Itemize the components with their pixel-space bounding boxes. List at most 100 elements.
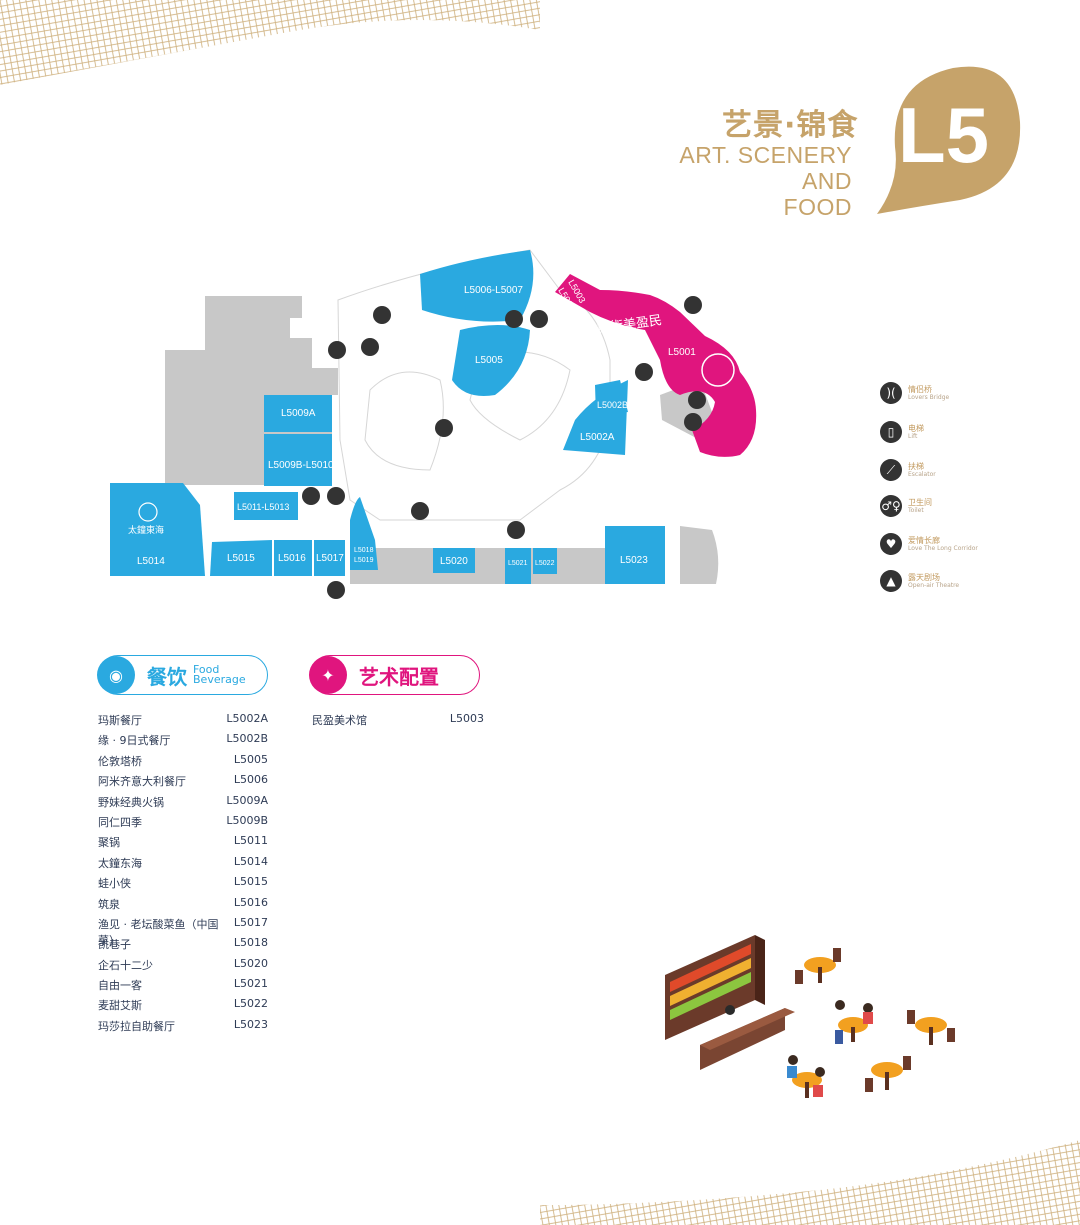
lovers-bridge-icon <box>435 419 453 437</box>
atrium-outline-2 <box>469 351 571 441</box>
table-group <box>795 948 841 984</box>
elevator-icon <box>530 310 548 328</box>
floor-title-cn: 艺景·锦食 <box>722 108 859 143</box>
elevator-icon <box>684 413 702 431</box>
staff-avatar <box>725 1005 735 1015</box>
unit-label: L5017 <box>316 553 344 564</box>
elevator-icon <box>302 487 320 505</box>
escalator-icon <box>688 391 706 409</box>
lovers-bridge-icon: )( <box>880 382 902 404</box>
store-L5009A <box>264 395 332 432</box>
table-group <box>865 1056 911 1092</box>
store-L5006-L5007 <box>420 250 534 322</box>
open-air-theatre-icon: ▲ <box>880 570 902 592</box>
escalator-icon <box>328 341 346 359</box>
floor-title-en: ART. SCENERY AND FOOD <box>679 142 852 220</box>
elevator-icon: ▯ <box>880 421 902 443</box>
escalator-icon <box>327 487 345 505</box>
toilet-icon: ♂♀ <box>880 495 902 517</box>
open-air-theatre-icon <box>411 502 429 520</box>
escalator-icon <box>505 310 523 328</box>
museum-seal-icon <box>701 353 735 387</box>
store-L5002A <box>563 380 628 455</box>
unit-label: L5014 <box>137 556 165 567</box>
unit-label: L5006-L5007 <box>464 285 523 296</box>
map-icons <box>302 296 706 599</box>
store-L5016 <box>274 540 312 576</box>
art-blocks-icon: ✦ <box>309 656 347 694</box>
level-badge: L5 <box>898 91 990 179</box>
floor-map: L5006-L5007 L5005 L5002B L5002A L5009A L… <box>110 249 757 599</box>
unit-label: L5023 <box>620 555 648 566</box>
unit-label: L5011-L5013 <box>237 502 289 512</box>
store-L5014 <box>110 483 205 576</box>
gold-mesh-decoration-bottom <box>540 1140 1080 1225</box>
atrium-outline <box>364 371 444 471</box>
level-badge-shape <box>877 66 1021 214</box>
diner-avatar <box>788 1055 798 1065</box>
unit-label: L5009B-L5010 <box>268 460 334 471</box>
store-L5017 <box>314 540 345 576</box>
unit-label: L5005 <box>475 355 503 366</box>
list-item: 渔见 · 老坛酸菜鱼（中国菜）L5017 <box>98 915 268 947</box>
service-area-south <box>350 548 606 584</box>
unit-label: L5016 <box>278 553 306 564</box>
diner-avatar <box>835 1000 845 1010</box>
service-area-east <box>680 526 719 584</box>
unit-label: L5015 <box>227 553 255 564</box>
food-category-header: ◉ 餐饮 Food Beverage <box>97 655 268 695</box>
unit-label: L5002B <box>597 400 628 410</box>
unit-label: L5002A <box>580 432 615 443</box>
toilet-icon <box>684 296 702 314</box>
store-L5015 <box>210 540 272 576</box>
store-L5020 <box>433 548 475 573</box>
unit-label: L5018 <box>354 547 374 554</box>
store-L5011-L5013 <box>234 492 298 520</box>
store-L5022 <box>533 548 557 574</box>
toilet-icon <box>327 581 345 599</box>
art-museum-L5003-L5004 <box>555 274 757 457</box>
table-group <box>835 1000 873 1044</box>
store-L5021 <box>505 548 531 584</box>
diner-avatar <box>863 1003 873 1013</box>
unit-label: L5022 <box>535 560 555 567</box>
table-group <box>907 1010 955 1045</box>
taiyi-logo-icon <box>138 502 158 522</box>
love-corridor-icon <box>361 338 379 356</box>
store-L5009B-L5010 <box>264 434 332 486</box>
diner-avatar <box>815 1067 825 1077</box>
food-title-cn: 餐饮 <box>147 664 187 689</box>
unit-label: L5019 <box>354 557 374 564</box>
unit-label: L5001 <box>668 347 696 358</box>
food-title-en: Food Beverage <box>193 663 246 686</box>
taiyi-logo-text: 太鐘東海 <box>128 524 164 535</box>
dining-plate-icon: ◉ <box>97 656 135 694</box>
restaurant-illustration <box>665 935 955 1098</box>
art-category-header: ✦ 艺术配置 <box>309 655 480 695</box>
store-L5005 <box>452 325 530 396</box>
table-group <box>787 1055 825 1098</box>
escalator-icon: ⟋ <box>880 459 902 481</box>
